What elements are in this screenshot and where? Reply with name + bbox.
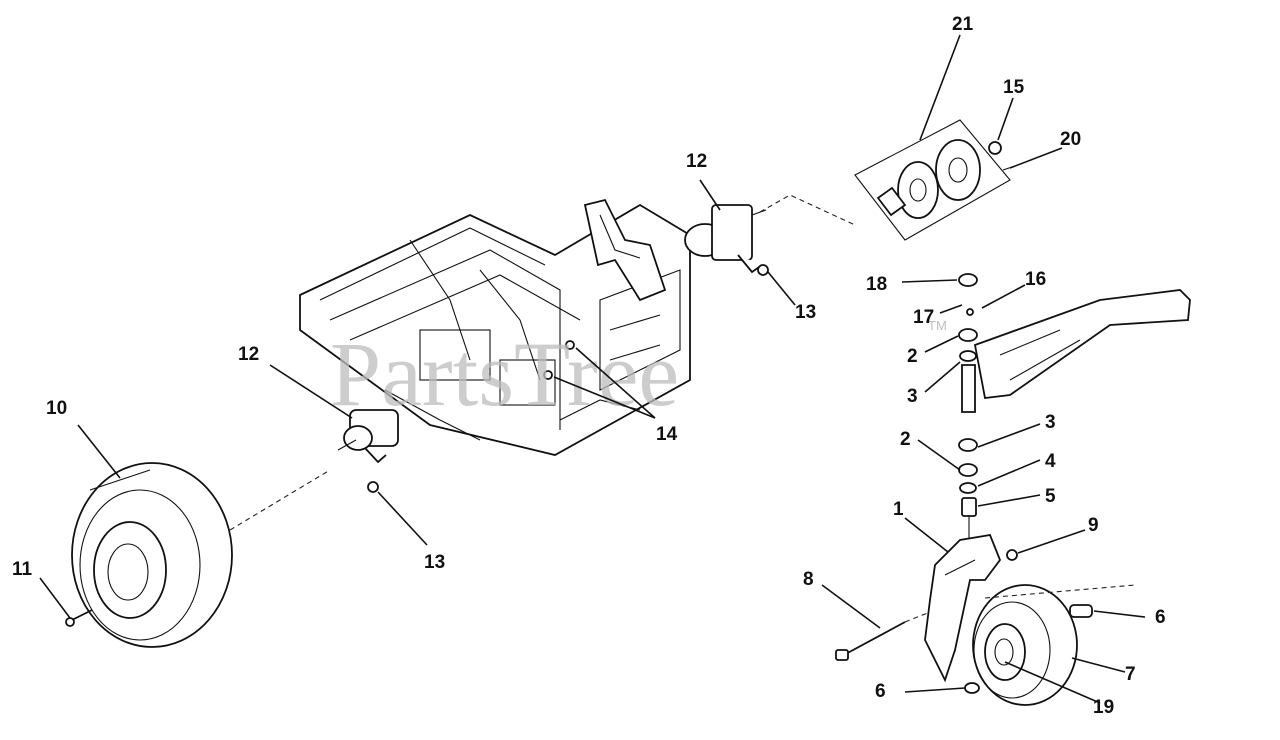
callout-3-lower: 3 <box>1045 412 1056 433</box>
pulley-assembly <box>854 119 1016 241</box>
spacer-6-right <box>1069 604 1093 618</box>
nut-left <box>367 481 379 493</box>
callout-12-right: 12 <box>686 151 707 172</box>
callout-3-upper: 3 <box>907 386 918 407</box>
callout-13-right: 13 <box>795 302 816 323</box>
bolt-axis-line <box>904 611 931 623</box>
callout-9: 9 <box>1088 515 1099 536</box>
callout-21: 21 <box>952 14 974 35</box>
left-spindle <box>337 409 399 464</box>
callout-1: 1 <box>893 499 904 520</box>
pedal-bracket <box>583 198 667 302</box>
callout-7: 7 <box>1125 664 1136 685</box>
watermark-trademark: TM <box>928 318 947 333</box>
right-spindle <box>684 204 767 274</box>
callout-12-left: 12 <box>238 344 259 365</box>
callout-11: 11 <box>12 559 33 580</box>
callout-2-upper: 2 <box>907 346 918 367</box>
callouts: 21 15 20 12 13 18 16 17 2 3 3 2 4 5 1 9 … <box>12 14 1166 718</box>
pin-14b <box>543 370 553 380</box>
callout-4: 4 <box>1045 451 1056 472</box>
callout-6-right: 6 <box>1155 607 1166 628</box>
callout-2-lower: 2 <box>900 429 911 450</box>
callout-14: 14 <box>656 424 678 445</box>
nut-9 <box>1006 549 1018 561</box>
caster-fork <box>924 533 1002 683</box>
wheel-axis-line <box>229 469 331 531</box>
front-caster-wheel <box>972 584 1078 706</box>
steering-stack <box>958 273 978 542</box>
leader-lines <box>39 34 1146 704</box>
spacer-6-left <box>964 682 980 694</box>
axle-line <box>984 584 1136 599</box>
bolt-11 <box>65 609 93 627</box>
nut-right <box>757 264 769 276</box>
bolt-8 <box>835 621 906 661</box>
callout-6-left: 6 <box>875 681 886 702</box>
callout-19: 19 <box>1093 697 1114 718</box>
callout-18: 18 <box>866 274 887 295</box>
callout-5: 5 <box>1045 486 1056 507</box>
callout-13-left: 13 <box>424 552 445 573</box>
pin-14a <box>565 340 575 350</box>
callout-17: 17 <box>913 307 934 328</box>
callout-8: 8 <box>803 569 814 590</box>
callout-10: 10 <box>46 398 67 419</box>
callout-20: 20 <box>1060 129 1081 150</box>
spindle-axis-line <box>759 194 856 226</box>
callout-16: 16 <box>1025 269 1046 290</box>
steering-arm <box>973 289 1191 399</box>
watermark: PartsTree <box>330 323 679 425</box>
callout-15: 15 <box>1003 77 1025 98</box>
rear-wheel <box>71 462 233 648</box>
